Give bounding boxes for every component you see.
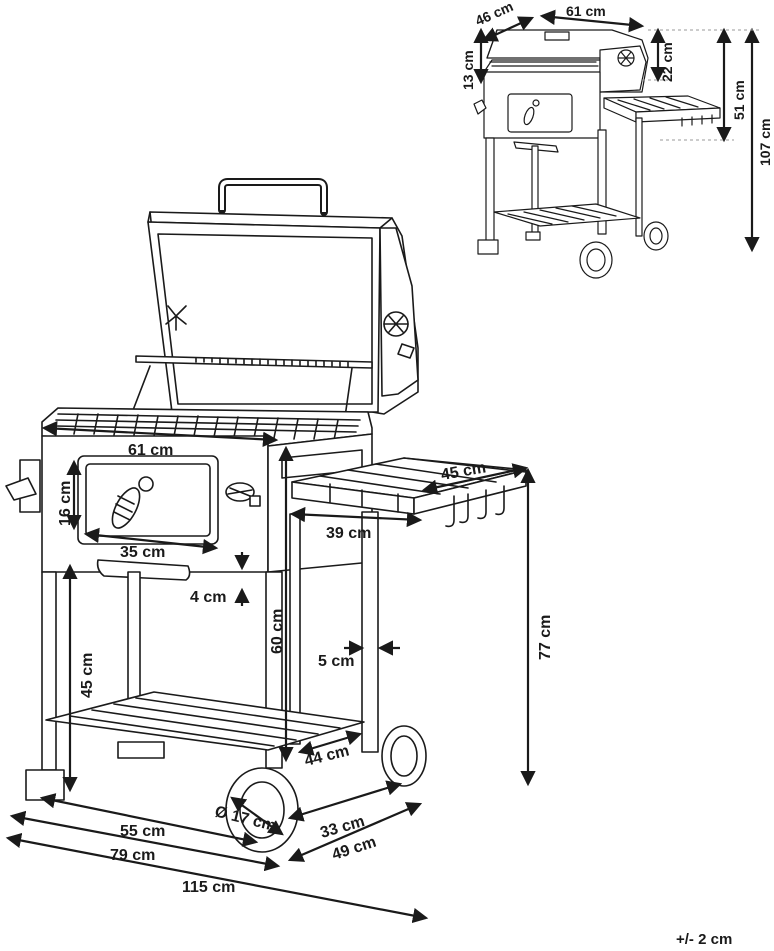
- body-height-label: 60 cm: [269, 609, 286, 654]
- tolerance-note: +/- 2 cm: [676, 931, 732, 948]
- clearance-label: 4 cm: [190, 589, 226, 606]
- window-width-label: 35 cm: [120, 544, 165, 561]
- small-hood-height-label: 22 cm: [659, 42, 675, 82]
- small-view-dimensions: [473, 9, 760, 253]
- window-height-label: 16 cm: [57, 481, 74, 526]
- small-grill-drawing: [473, 29, 721, 279]
- hook-icon: [445, 485, 505, 528]
- body-width-label: 79 cm: [110, 847, 155, 864]
- small-depth-label: 46 cm: [473, 0, 516, 29]
- fan-vent-icon: [617, 49, 635, 67]
- shelf-depth-label: 39 cm: [326, 525, 371, 542]
- shelf-floor-height-label: 77 cm: [537, 615, 554, 660]
- base-width-label: 55 cm: [120, 823, 165, 840]
- overall-width-label: 115 cm: [182, 879, 235, 896]
- fan-vent-icon: [165, 305, 187, 331]
- knob-icon: [225, 482, 261, 507]
- small-width-label: 61 cm: [566, 3, 606, 19]
- lower-shelf-depth-label: 44 cm: [303, 742, 351, 769]
- grill-width-label: 61 cm: [128, 442, 173, 459]
- small-total-height-label: 107 cm: [757, 119, 773, 166]
- leg-height-label: 45 cm: [79, 653, 96, 698]
- main-grill-drawing: [5, 178, 527, 853]
- thermometer-icon: [111, 476, 154, 529]
- fan-vent-icon: [383, 311, 415, 359]
- main-view-dimensions: [5, 420, 536, 924]
- overall-depth-label: 49 cm: [330, 834, 378, 864]
- shelf-offset-label: 5 cm: [318, 653, 354, 670]
- thermometer-icon: [523, 99, 540, 126]
- small-shelf-height-label: 51 cm: [731, 80, 747, 120]
- small-lid-height-label: 13 cm: [460, 50, 476, 90]
- wheel-icon: [579, 221, 669, 279]
